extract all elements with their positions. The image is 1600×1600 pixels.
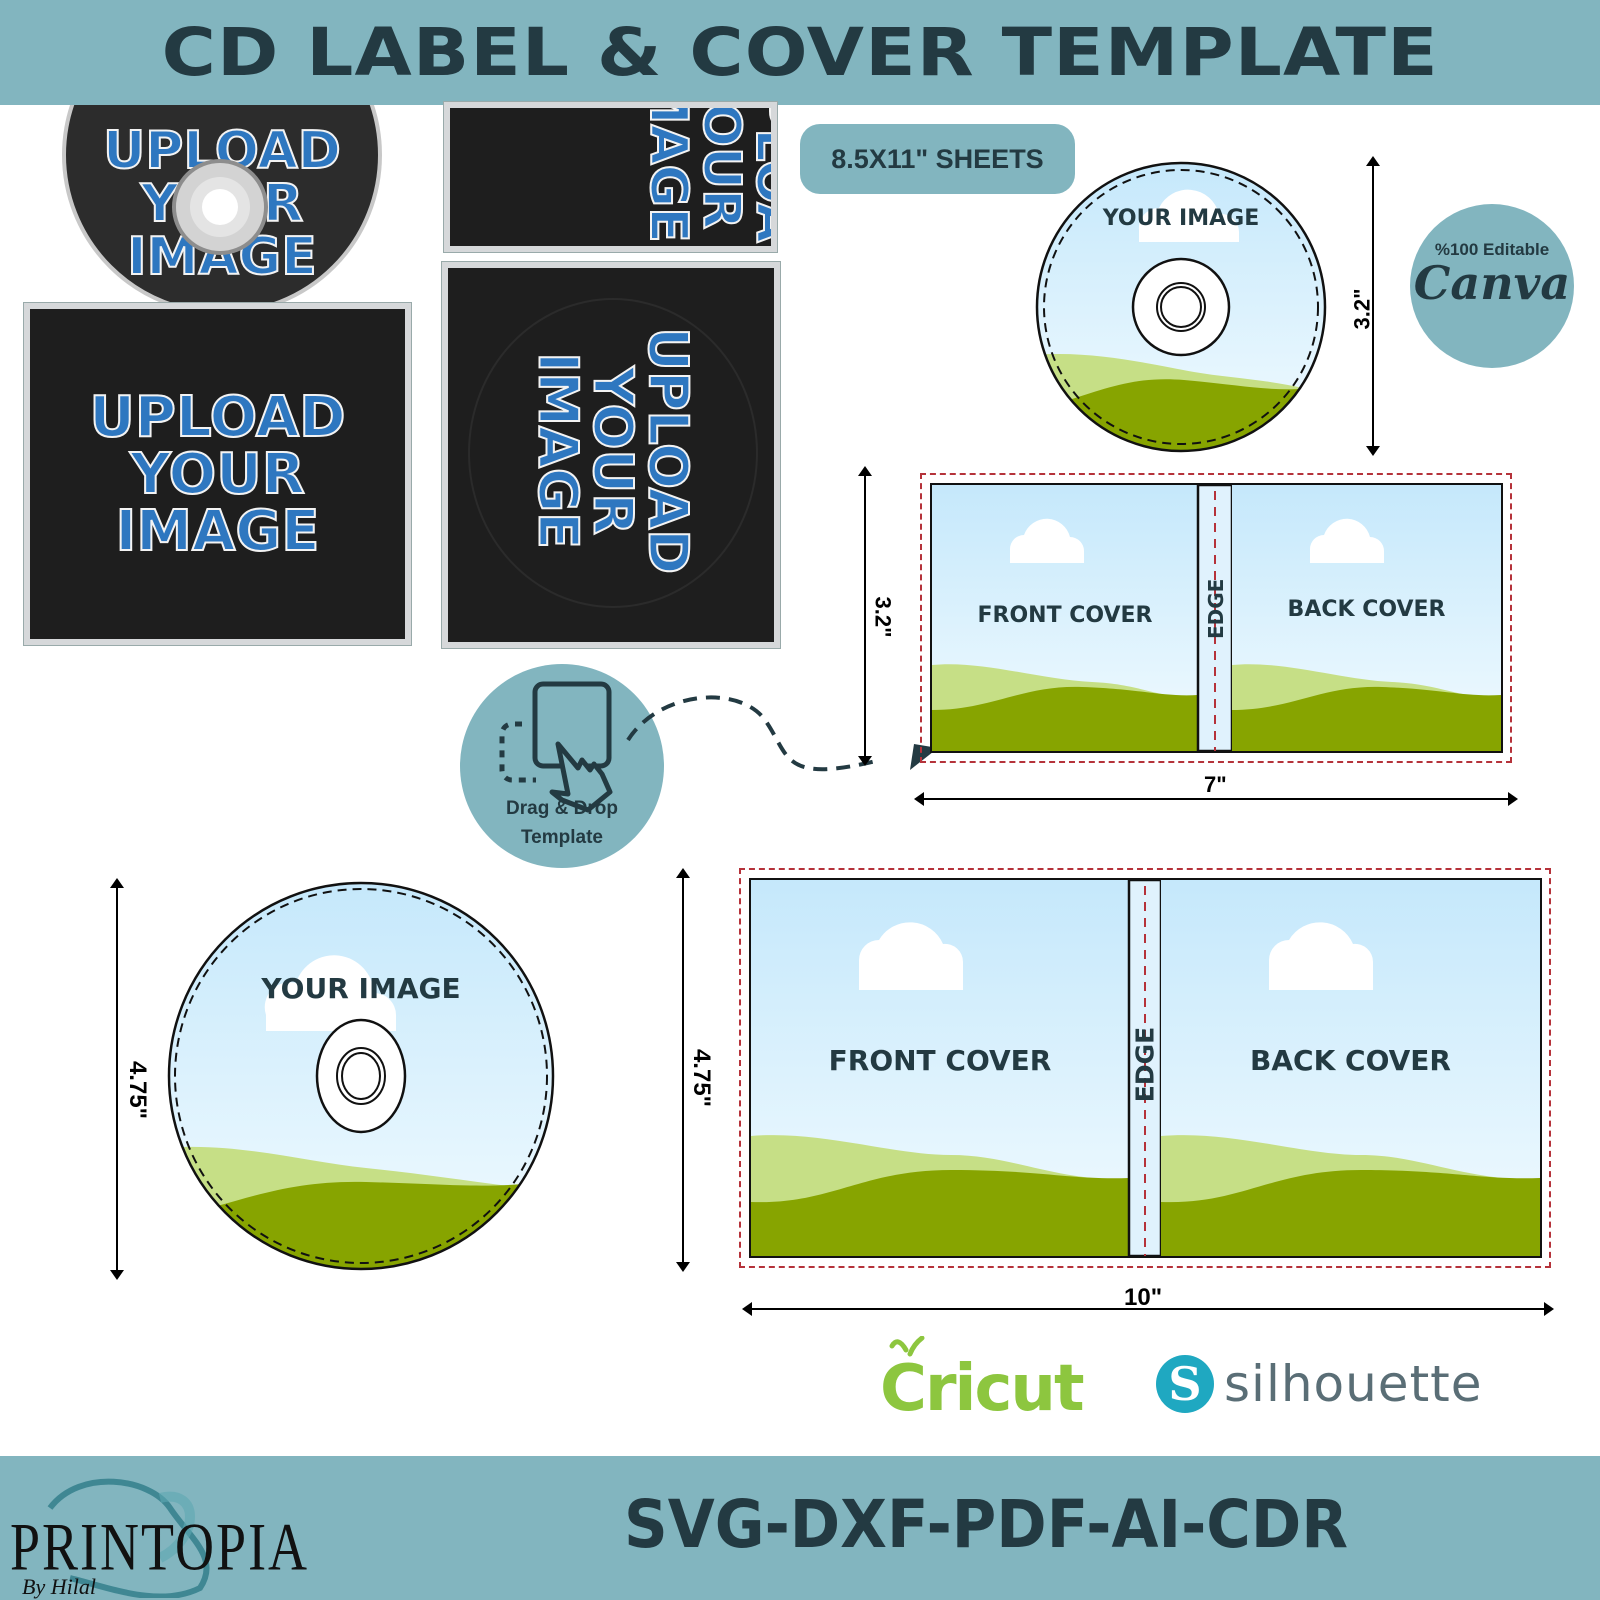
canva-badge: %100 Editable Canva (1410, 204, 1574, 368)
drag-arrow-icon (626, 695, 938, 772)
drag-drop-badge: Drag & Drop Template (460, 664, 664, 868)
page-title: CD LABEL & COVER TEMPLATE (161, 14, 1439, 91)
large-disc-dimension-arrow (110, 878, 124, 1280)
large-cover-height-label: 4.75" (688, 1048, 716, 1108)
mockup-jewel-case-tray: UPLOAD YOUR IMAGE (442, 262, 780, 648)
small-disc-template: YOUR IMAGE (1034, 160, 1328, 454)
canva-logo: Canva (1413, 256, 1571, 310)
silhouette-logo: S silhouette (1156, 1354, 1483, 1414)
small-cover-height-label: 3.2" (870, 596, 896, 638)
large-disc-template: YOUR IMAGE (166, 880, 556, 1272)
small-back-cover-label: BACK COVER (1287, 597, 1446, 622)
small-cover-width-label: 7" (1204, 772, 1227, 797)
small-cover-cutline (920, 473, 1512, 763)
large-cover-height-arrow (676, 868, 690, 1272)
large-cover-template: FRONT COVER EDGE BACK COVER (749, 878, 1542, 1258)
large-cover-width-label: 10" (1124, 1284, 1163, 1311)
silhouette-s-icon: S (1156, 1355, 1214, 1413)
large-cover-cutline (739, 868, 1551, 1268)
sheet-size-badge: 8.5X11" SHEETS (800, 124, 1075, 194)
small-cover-template: FRONT COVER EDGE BACK COVER (930, 483, 1503, 753)
mockup-jewel-case-front: UPLOAD YOUR IMAGE (24, 303, 411, 645)
large-disc-dimension-label: 4.75" (124, 1060, 152, 1120)
header-banner: CD LABEL & COVER TEMPLATE (0, 0, 1600, 105)
mockup-disc: UPLOAD YOUR IMAGE (62, 105, 382, 305)
large-back-cover-label: BACK COVER (1250, 1044, 1451, 1077)
printopia-logo: PRINTOPIA By Hilal (10, 1476, 320, 1599)
file-formats: SVG-DXF-PDF-AI-CDR (624, 1486, 1349, 1563)
mockup-jewel-case-top: UPLOAD YOUR IMAGE (444, 102, 777, 252)
small-disc-label: YOUR IMAGE (1102, 206, 1260, 231)
large-edge-label: EDGE (1130, 1026, 1160, 1103)
disc-hub (172, 159, 268, 255)
large-disc-label: YOUR IMAGE (261, 972, 461, 1005)
drag-hand-icon (499, 681, 613, 813)
small-cover-height-arrow (858, 466, 872, 766)
small-cover-width-arrow (914, 792, 1518, 806)
small-disc-dimension-arrow (1366, 156, 1380, 456)
small-edge-label: EDGE (1204, 578, 1228, 639)
footer-banner: PRINTOPIA By Hilal SVG-DXF-PDF-AI-CDR (0, 1456, 1600, 1600)
small-front-cover-label: FRONT COVER (977, 603, 1153, 628)
small-disc-dimension-label: 3.2" (1349, 288, 1375, 330)
large-front-cover-label: FRONT COVER (828, 1044, 1052, 1077)
large-cover-width-arrow (742, 1302, 1554, 1316)
